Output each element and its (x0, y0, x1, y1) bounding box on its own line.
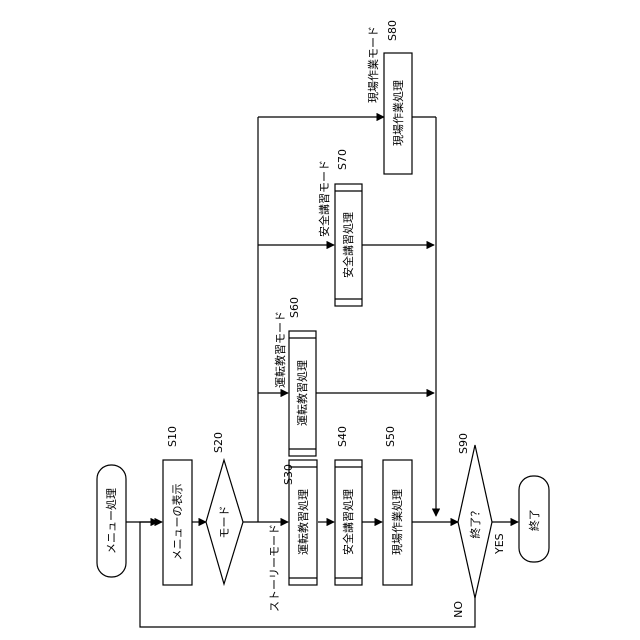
s10-step-id: S10 (166, 426, 179, 447)
s90-step-id: S90 (457, 433, 470, 454)
s10-label: メニューの表示 (170, 484, 184, 561)
s40-label: 安全講習処理 (341, 489, 355, 555)
s50-step-id: S50 (384, 426, 397, 447)
safety-mode-label: 安全講習モード (317, 160, 331, 237)
story-mode-label: ストーリーモード (268, 524, 281, 612)
s30-step-id: S30 (282, 464, 295, 485)
end-terminal: 終了 (519, 476, 549, 562)
s60-step-id: S60 (288, 297, 301, 318)
s90-label: 終了？ (468, 506, 482, 539)
s80-label: 現場作業処理 (392, 80, 405, 146)
step-s40: 安全講習処理 S40 (335, 426, 362, 585)
start-terminal: メニュー処理 (97, 465, 126, 577)
s50-label: 現場作業処理 (391, 489, 404, 555)
decision-s90: 終了？ S90 YES NO (452, 433, 506, 618)
start-label: メニュー処理 (105, 488, 118, 554)
step-s60: 運転教習処理 S60 運転教習モード (274, 297, 316, 456)
step-s80: 現場作業処理 S80 現場作業モード (367, 20, 412, 174)
step-s10: メニューの表示 S10 (163, 426, 192, 585)
s70-label: 安全講習処理 (341, 212, 355, 278)
decision-s20: モード S20 (206, 432, 243, 584)
s20-step-id: S20 (212, 432, 225, 453)
s60-label: 運転教習処理 (296, 360, 309, 426)
step-s30: 運転教習処理 S30 ストーリーモード (268, 460, 317, 612)
s70-step-id: S70 (336, 149, 349, 170)
end-label: 終了 (527, 509, 541, 531)
yes-label: YES (493, 533, 506, 555)
no-label: NO (452, 601, 465, 618)
s30-label: 運転教習処理 (297, 489, 310, 555)
driving-mode-label: 運転教習モード (274, 311, 287, 388)
step-s50: 現場作業処理 S50 (383, 426, 412, 585)
step-s70: 安全講習処理 S70 安全講習モード (317, 149, 362, 306)
s20-label: モード (218, 506, 231, 539)
s80-step-id: S80 (386, 20, 399, 41)
s40-step-id: S40 (336, 426, 349, 447)
field-mode-label: 現場作業モード (367, 26, 380, 103)
